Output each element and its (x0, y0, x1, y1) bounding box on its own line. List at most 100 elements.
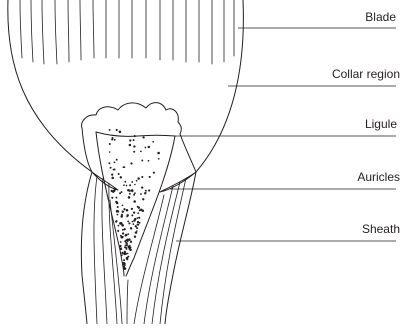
ligule-stipple (108, 129, 159, 270)
stipple-dot (158, 158, 160, 160)
stipple-dot (124, 268, 126, 270)
stipple-dot (114, 139, 116, 141)
stipple-dot (153, 172, 155, 174)
stipple-dot (114, 162, 116, 164)
leader-lines (170, 28, 396, 241)
stipple-dot (117, 230, 119, 232)
stipple-dot (119, 131, 122, 134)
stipple-dot (128, 248, 130, 250)
stipple-dot (148, 189, 150, 191)
stipple-dot (137, 206, 139, 208)
stipple-dot (136, 180, 138, 182)
stipple-dot (111, 137, 113, 139)
stipple-dot (115, 197, 117, 199)
stipple-dot (117, 210, 119, 212)
stipple-dot (137, 217, 139, 219)
stipple-dot (130, 227, 132, 229)
stipple-dot (116, 159, 118, 161)
stipple-dot (133, 223, 135, 225)
stipple-dot (137, 177, 139, 179)
stipple-dot (132, 221, 134, 223)
stipple-dot (141, 186, 143, 188)
stipple-dot (126, 209, 129, 212)
sheath (81, 172, 196, 324)
stipple-dot (130, 241, 132, 243)
stipple-dot (111, 174, 113, 176)
stipple-dot (124, 251, 126, 253)
stipple-dot (116, 129, 118, 131)
stipple-dot (133, 200, 136, 203)
stipple-dot (152, 141, 154, 143)
stipple-dot (122, 262, 124, 264)
stipple-dot (137, 224, 139, 226)
stipple-dot (131, 214, 133, 216)
stipple-dot (115, 221, 117, 223)
stipple-dot (122, 232, 124, 234)
stipple-dot (124, 235, 126, 237)
stipple-dot (148, 146, 150, 148)
stipple-dot (135, 226, 137, 228)
stipple-dot (133, 145, 135, 147)
stipple-dot (122, 204, 124, 206)
stipple-dot (124, 264, 126, 266)
stipple-dot (127, 253, 129, 255)
stipple-dot (129, 193, 131, 195)
stipple-dot (157, 152, 160, 155)
stipple-dot (149, 176, 151, 178)
stipple-dot (129, 190, 131, 192)
stipple-dot (134, 192, 136, 194)
stipple-dot (117, 214, 119, 216)
stipple-dot (137, 212, 139, 214)
stipple-dot (128, 238, 131, 241)
stipple-dot (139, 222, 141, 224)
stipple-dot (124, 246, 126, 248)
stipple-dot (126, 216, 128, 218)
stipple-dot (128, 196, 131, 199)
stipple-dot (145, 147, 147, 149)
stipple-dot (135, 231, 137, 233)
stipple-dot (124, 181, 126, 183)
stipple-dot (117, 206, 119, 208)
stipple-dot (109, 129, 111, 131)
stipple-dot (141, 160, 143, 162)
stipple-dot (120, 241, 122, 243)
stipple-dot (125, 239, 127, 241)
stipple-dot (134, 184, 136, 186)
stipple-dot (122, 211, 124, 213)
stipple-dot (127, 220, 129, 222)
stipple-dot (126, 248, 128, 250)
stipple-dot (131, 208, 133, 210)
stipple-dot (124, 166, 126, 168)
stipple-dot (142, 198, 144, 200)
stipple-dot (109, 143, 111, 145)
stipple-dot (141, 176, 143, 178)
stipple-dot (110, 167, 112, 169)
stipple-dot (123, 208, 125, 210)
stipple-dot (119, 192, 121, 194)
stipple-dot (123, 259, 125, 261)
stipple-dot (108, 162, 110, 164)
stipple-dot (128, 222, 130, 224)
stipple-dot (115, 201, 117, 203)
stipple-dot (121, 223, 123, 225)
stipple-dot (118, 173, 120, 175)
stipple-dot (111, 190, 113, 192)
label-blade: Blade (365, 10, 396, 24)
stipple-dot (133, 151, 135, 153)
label-ligule: Ligule (365, 117, 397, 131)
stipple-dot (121, 214, 123, 216)
stipple-dot (126, 257, 128, 259)
stipple-dot (125, 242, 127, 244)
stipple-dot (131, 181, 133, 183)
stipple-dot (140, 193, 142, 195)
stipple-dot (124, 228, 126, 230)
stipple-dot (126, 185, 128, 187)
stipple-dot (127, 233, 129, 235)
stipple-dot (120, 176, 122, 178)
label-sheath: Sheath (362, 222, 400, 236)
stipple-dot (131, 189, 134, 192)
stipple-dot (139, 209, 141, 211)
blade (8, 0, 244, 172)
stipple-dot (144, 192, 146, 194)
